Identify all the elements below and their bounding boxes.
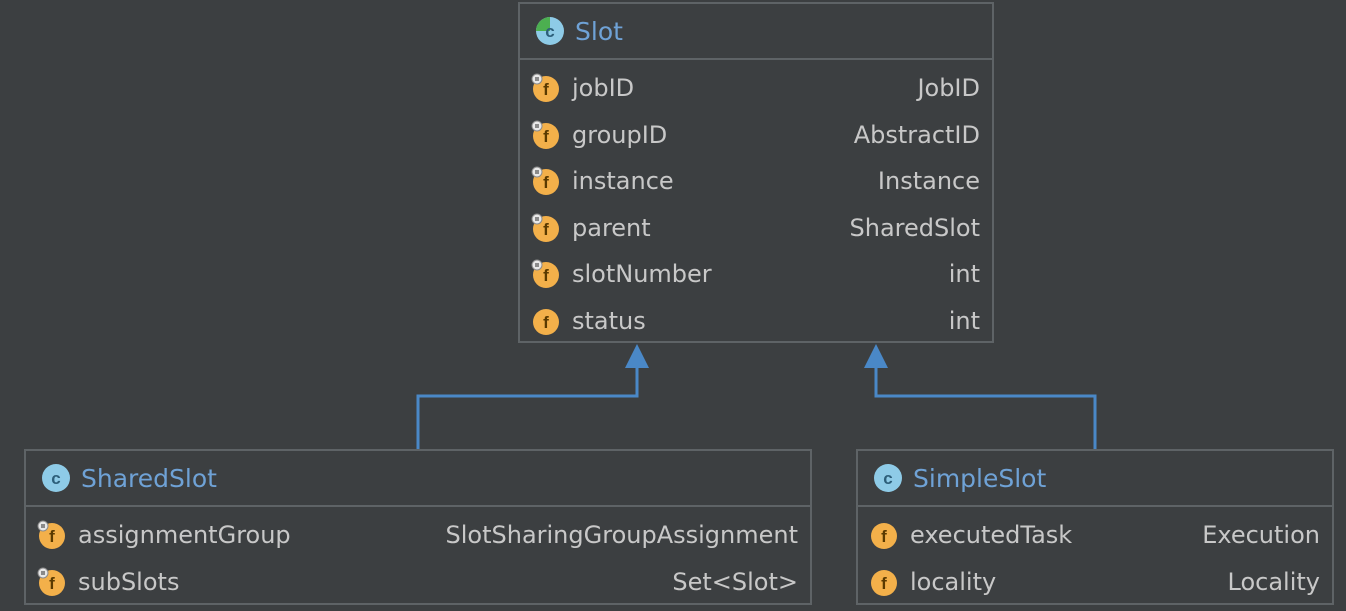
- final-field-icon: f: [530, 119, 562, 151]
- field-list: f executedTask Execution f locality Locality: [858, 507, 1332, 605]
- field-row[interactable]: f executedTask Execution: [858, 512, 1332, 559]
- class-name: Slot: [575, 16, 623, 46]
- class-box-simpleslot[interactable]: c SimpleSlot f executedTask Execution f loca…: [856, 449, 1334, 605]
- field-name: instance: [572, 167, 674, 196]
- field-name: assignmentGroup: [78, 521, 291, 550]
- field-name: parent: [572, 213, 651, 242]
- field-list: f jobID JobID f groupID AbstractID f instance In…: [520, 60, 992, 344]
- svg-text:f: f: [881, 527, 887, 546]
- field-type: int: [948, 306, 980, 335]
- class-name: SharedSlot: [81, 463, 217, 493]
- field-row[interactable]: f assignmentGroup SlotSharingGroupAssignme…: [26, 512, 810, 559]
- svg-text:f: f: [543, 173, 549, 192]
- field-name: slotNumber: [572, 260, 712, 289]
- field-type: JobID: [917, 74, 980, 103]
- svg-text:c: c: [51, 469, 60, 488]
- field-name: executedTask: [910, 521, 1073, 550]
- sharedslot-extends-slot-line: [416, 368, 639, 449]
- field-type: Locality: [1227, 567, 1320, 596]
- field-type: Execution: [1202, 521, 1320, 550]
- field-type: Instance: [877, 167, 980, 196]
- final-field-icon: f: [530, 212, 562, 244]
- field-name: groupID: [572, 120, 668, 149]
- class-header-simpleslot: c SimpleSlot: [858, 451, 1332, 507]
- class-icon: c: [872, 462, 904, 494]
- svg-text:f: f: [543, 220, 549, 239]
- field-row[interactable]: f jobID JobID: [520, 65, 992, 112]
- final-field-icon: f: [36, 566, 68, 598]
- final-field-icon: f: [530, 258, 562, 290]
- field-row[interactable]: f parent SharedSlot: [520, 205, 992, 252]
- svg-text:f: f: [543, 80, 549, 99]
- field-row[interactable]: f groupID AbstractID: [520, 112, 992, 159]
- svg-text:f: f: [543, 127, 549, 146]
- field-icon: f: [530, 305, 562, 337]
- field-type: SlotSharingGroupAssignment: [445, 521, 799, 550]
- final-field-icon: f: [530, 165, 562, 197]
- field-list: f assignmentGroup SlotSharingGroupAssignme…: [26, 507, 810, 605]
- field-name: status: [572, 306, 646, 335]
- class-header-sharedslot: c SharedSlot: [26, 451, 810, 507]
- final-field-icon: f: [36, 519, 68, 551]
- class-box-slot[interactable]: c Slot f jobID JobID f groupID AbstractID f ins…: [518, 2, 994, 343]
- abstract-class-icon: c: [534, 15, 566, 47]
- field-row[interactable]: f status int: [520, 298, 992, 345]
- field-row[interactable]: f subSlots Set<Slot>: [26, 559, 810, 606]
- field-row[interactable]: f slotNumber int: [520, 251, 992, 298]
- field-name: jobID: [572, 74, 635, 103]
- svg-text:f: f: [543, 266, 549, 285]
- sharedslot-arrowhead: [625, 344, 649, 368]
- svg-text:f: f: [49, 574, 55, 593]
- field-type: AbstractID: [853, 120, 980, 149]
- simpleslot-arrowhead: [864, 344, 888, 368]
- field-type: Set<Slot>: [672, 567, 798, 596]
- final-field-icon: f: [530, 72, 562, 104]
- class-icon: c: [40, 462, 72, 494]
- svg-text:f: f: [881, 574, 887, 593]
- field-row[interactable]: f instance Instance: [520, 158, 992, 205]
- field-name: subSlots: [78, 567, 180, 596]
- class-box-sharedslot[interactable]: c SharedSlot f assignmentGroup SlotSharing…: [24, 449, 812, 605]
- field-icon: f: [868, 566, 900, 598]
- simpleslot-extends-slot-line: [874, 368, 1097, 449]
- svg-text:c: c: [545, 22, 554, 41]
- field-row[interactable]: f locality Locality: [858, 559, 1332, 606]
- class-header-slot: c Slot: [520, 4, 992, 60]
- field-icon: f: [868, 519, 900, 551]
- class-name: SimpleSlot: [913, 463, 1047, 493]
- field-type: int: [948, 260, 980, 289]
- field-type: SharedSlot: [849, 213, 981, 242]
- svg-text:c: c: [883, 469, 892, 488]
- field-name: locality: [910, 567, 997, 596]
- svg-text:f: f: [543, 313, 549, 332]
- svg-text:f: f: [49, 527, 55, 546]
